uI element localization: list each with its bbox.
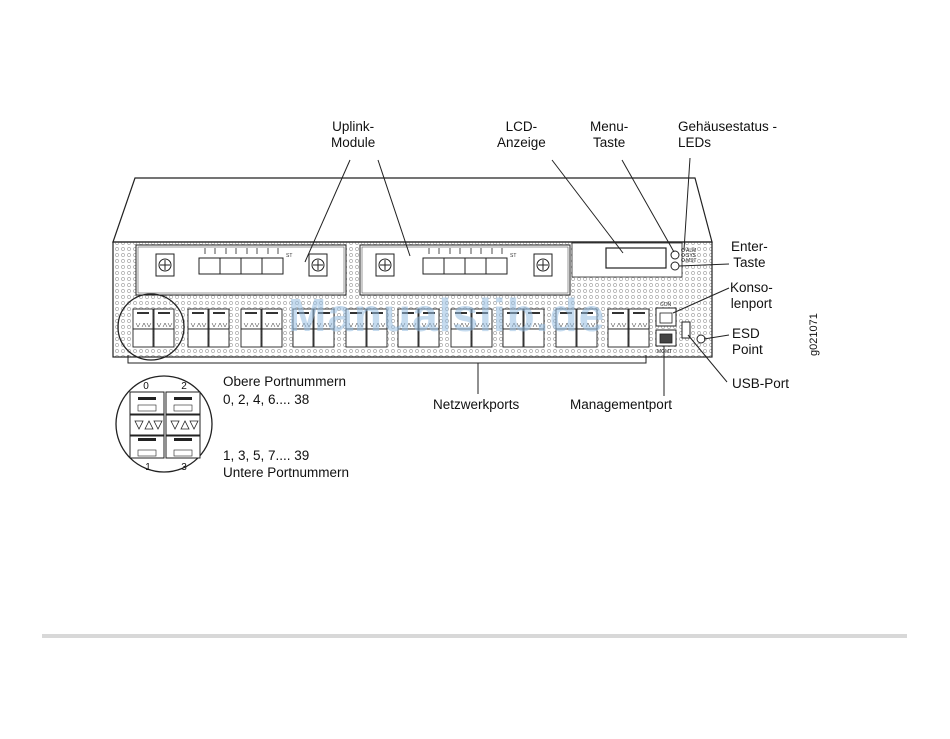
- label-uplink-line1: Uplink-: [331, 119, 375, 135]
- sfp-port-lower: [608, 329, 628, 347]
- label-enter-button: Enter- Taste: [731, 239, 768, 271]
- label-upper-port-numbers: Obere Portnummern: [223, 374, 346, 390]
- label-lower-port-numbers: Untere Portnummern: [223, 465, 349, 481]
- label-menu-line2: Taste: [590, 135, 628, 151]
- sfp-port-lower: [154, 329, 174, 347]
- uplink-1-port-label: ST: [286, 253, 292, 259]
- label-console-line1: Konso-: [730, 280, 773, 296]
- enter-button-shape: [671, 262, 679, 270]
- sfp-port-led: [633, 312, 645, 314]
- sfp-port-lower: [133, 329, 153, 347]
- label-uplink-line2: Module: [331, 135, 375, 151]
- lcd-display: [606, 248, 666, 268]
- watermark: Manualslib.de: [288, 288, 605, 342]
- sfp-port-lower: [262, 329, 282, 347]
- chassis-top: [113, 178, 712, 242]
- label-console-port: Konso- lenport: [730, 280, 773, 312]
- label-enter-line1: Enter-: [731, 239, 768, 255]
- zoom-port-0: 0: [143, 381, 149, 392]
- sfp-port-lower: [188, 329, 208, 347]
- con-label: CON: [660, 302, 672, 308]
- label-esd-line2: Point: [732, 342, 763, 358]
- label-chassis-line2: LEDs: [678, 135, 777, 151]
- label-upper-port-values: 0, 2, 4, 6.... 38: [223, 392, 309, 408]
- label-chassis-line1: Gehäusestatus -: [678, 119, 777, 135]
- sfp-port-led: [266, 312, 278, 314]
- esd-point-shape: [697, 335, 705, 343]
- label-console-line2: lenport: [730, 296, 773, 312]
- port-zoom-detail: 0 2 1 3: [116, 376, 212, 473]
- mgmt-label: MGMT: [657, 349, 672, 355]
- label-lower-port-values: 1, 3, 5, 7.... 39: [223, 448, 309, 464]
- label-chassis-status-leds: Gehäusestatus - LEDs: [678, 119, 777, 151]
- label-lcd-line1: LCD-: [497, 119, 546, 135]
- zoom-port-2: 2: [181, 381, 187, 392]
- label-management-port: Managementport: [570, 397, 672, 413]
- zoom-port-1: 1: [145, 462, 151, 473]
- sfp-port-led: [213, 312, 225, 314]
- label-menu-button: Menu- Taste: [590, 119, 628, 151]
- sfp-port-lower: [241, 329, 261, 347]
- sfp-port-lower: [629, 329, 649, 347]
- led-label-mst: MST: [686, 258, 697, 264]
- sfp-port-led: [137, 312, 149, 314]
- sfp-port-lower: [209, 329, 229, 347]
- label-menu-line1: Menu-: [590, 119, 628, 135]
- uplink-2-port-label: ST: [510, 253, 516, 259]
- label-esd-line1: ESD: [732, 326, 763, 342]
- label-esd-point: ESD Point: [732, 326, 763, 358]
- label-network-ports: Netzwerkports: [433, 397, 519, 413]
- label-uplink-modules: Uplink- Module: [331, 119, 375, 151]
- label-lcd-display: LCD- Anzeige: [497, 119, 546, 151]
- sfp-port-led: [192, 312, 204, 314]
- zoom-port-3: 3: [181, 462, 187, 473]
- menu-button-shape: [671, 251, 679, 259]
- sfp-port-led: [245, 312, 257, 314]
- figure-id: g021071: [808, 313, 820, 356]
- sfp-port-led: [158, 312, 170, 314]
- label-usb-port: USB-Port: [732, 376, 789, 392]
- label-enter-line2: Taste: [731, 255, 768, 271]
- label-lcd-line2: Anzeige: [497, 135, 546, 151]
- page-divider: [42, 634, 907, 638]
- sfp-port-led: [612, 312, 624, 314]
